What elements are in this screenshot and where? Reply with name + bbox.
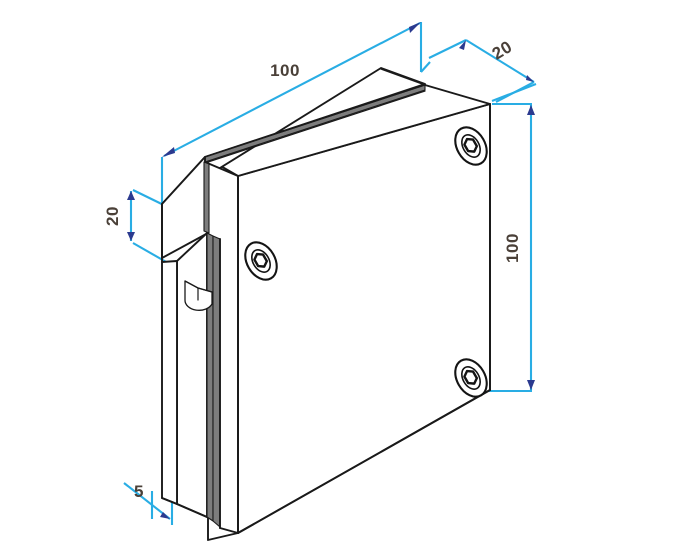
- screw-hole-middle-left: [244, 241, 278, 281]
- dim-arrowhead: [162, 147, 175, 157]
- channel-edge-lower: [204, 90, 426, 164]
- dim-arrowhead: [127, 232, 135, 241]
- dimension-plate-thickness: 5: [123, 482, 174, 525]
- dim-line-leader: [123, 482, 171, 520]
- dim-label-depth-left: 20: [103, 206, 122, 226]
- front-plate-thickness-face: [161, 260, 178, 505]
- inner-corner-shade: [203, 161, 210, 234]
- locating-pin: [184, 280, 213, 311]
- dim-line-leader: [428, 39, 467, 59]
- front-plate-bottom-edge: [161, 497, 208, 518]
- dim-extension-line: [420, 61, 431, 73]
- dim-arrowhead: [160, 512, 170, 519]
- dim-arrowhead: [527, 380, 535, 390]
- dim-arrowhead: [409, 22, 421, 33]
- front-plate-side-band: [206, 232, 214, 522]
- dim-label-depth-top: 20: [489, 37, 516, 64]
- dim-arrowhead: [526, 75, 534, 82]
- dim-line: [163, 22, 421, 157]
- main-plate-bottom-left-edge: [219, 527, 239, 534]
- hex-socket-icon: [253, 252, 269, 268]
- channel-edge-upper: [204, 84, 426, 158]
- dim-line: [465, 39, 535, 83]
- dimension-width-top-left: 100: [160, 22, 423, 204]
- dimension-height-right-side: 100: [487, 102, 535, 393]
- screw-hole-top-right: [454, 126, 488, 166]
- main-plate-front-face: [237, 103, 491, 534]
- screw-hole-bottom-right: [454, 358, 488, 398]
- dim-label-height: 100: [503, 233, 522, 263]
- bracket-part: [161, 67, 491, 541]
- front-plate-outer-face: [176, 232, 208, 518]
- main-plate-bottom-edge: [237, 389, 491, 534]
- dim-arrowhead: [527, 105, 535, 115]
- dim-line-leader: [495, 81, 535, 103]
- main-plate-left-band: [212, 235, 221, 528]
- dim-arrowhead: [459, 40, 466, 50]
- dim-label-width: 100: [270, 61, 300, 80]
- dim-arrowhead: [127, 191, 135, 200]
- hex-socket-icon: [463, 369, 479, 385]
- dim-label-thickness: 5: [134, 482, 144, 501]
- hex-socket-icon: [463, 137, 479, 153]
